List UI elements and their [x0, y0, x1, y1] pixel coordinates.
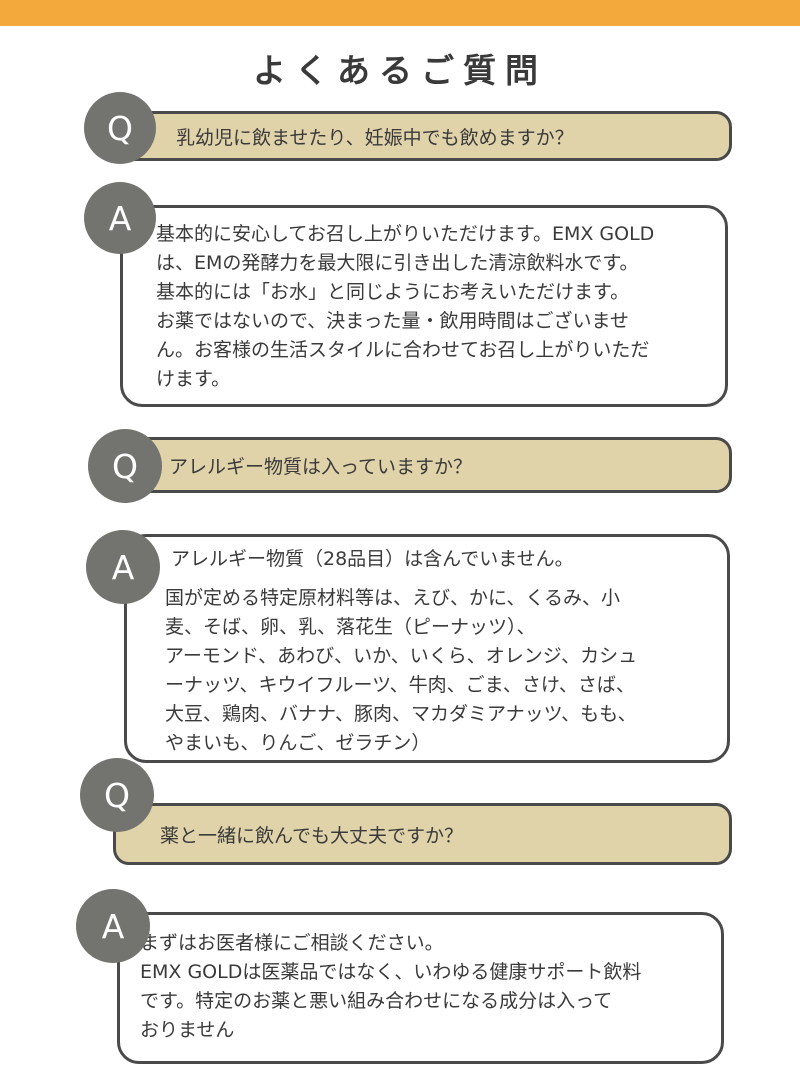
answer-box: 基本的に安心してお召し上がりいただけます。EMX GOLD は、EMの発酵力を最…	[120, 205, 728, 407]
top-accent-bar	[0, 0, 800, 26]
q-badge: Q	[80, 758, 154, 832]
answer-line: まずはお医者様にご相談ください。	[140, 932, 444, 954]
a-badge: A	[84, 182, 156, 254]
answer-line: けます。	[156, 368, 231, 390]
q-badge: Q	[84, 92, 156, 164]
answer-line: 基本的に安心してお召し上がりいただけます。EMX GOLD	[156, 223, 655, 245]
question-text: 薬と一緒に飲んでも大丈夫ですか？	[160, 824, 464, 847]
answer-line: 麦、そば、卵、乳、落花生（ピーナッツ）、	[165, 616, 536, 638]
a-badge: A	[76, 889, 150, 963]
answer-line: 基本的には「お水」と同じようにお考えいただけます。	[156, 281, 630, 303]
answer-line: ーナッツ、キウイフルーツ、牛肉、ごま、さけ、さば、	[165, 674, 635, 696]
answer-line: アレルギー物質（28品目）は含んでいません。	[171, 548, 574, 570]
question-text: アレルギー物質は入っていますか？	[169, 455, 473, 478]
q-badge: Q	[88, 429, 162, 503]
answer-line: 大豆、鶏肉、バナナ、豚肉、マカダミアナッツ、もも、	[165, 703, 637, 725]
answer-line: は、EMの発酵力を最大限に引き出した清涼飲料水です。	[156, 252, 639, 274]
answer-line: やまいも、りんご、ゼラチン）	[165, 732, 431, 754]
question-box: 薬と一緒に飲んでも大丈夫ですか？	[113, 803, 732, 865]
answer-box: アレルギー物質（28品目）は含んでいません。 国が定める特定原材料等は、えび、か…	[124, 534, 730, 763]
answer-line: です。特定のお薬と悪い組み合わせになる成分は入って	[140, 990, 613, 1012]
answer-box: まずはお医者様にご相談ください。 EMX GOLDは医薬品ではなく、いわゆる健康…	[117, 912, 724, 1064]
answer-line: ん。お客様の生活スタイルに合わせてお召し上がりいただ	[156, 339, 650, 361]
question-box: 乳幼児に飲ませたり、妊娠中でも飲めますか？	[115, 111, 732, 161]
question-box: アレルギー物質は入っていますか？	[118, 437, 732, 493]
answer-line: 国が定める特定原材料等は、えび、かに、くるみ、小	[165, 587, 621, 609]
answer-line: EMX GOLDは医薬品ではなく、いわゆる健康サポート飲料	[140, 961, 642, 983]
answer-line: お薬ではないので、決まった量・飲用時間はございませ	[156, 310, 629, 332]
page-title: よくあるご質問	[253, 51, 547, 90]
question-text: 乳幼児に飲ませたり、妊娠中でも飲めますか？	[176, 126, 574, 149]
a-badge: A	[86, 530, 160, 604]
answer-line: アーモンド、あわび、いか、いくら、オレンジ、カシュ	[165, 645, 638, 667]
answer-line: おりません	[140, 1019, 235, 1041]
